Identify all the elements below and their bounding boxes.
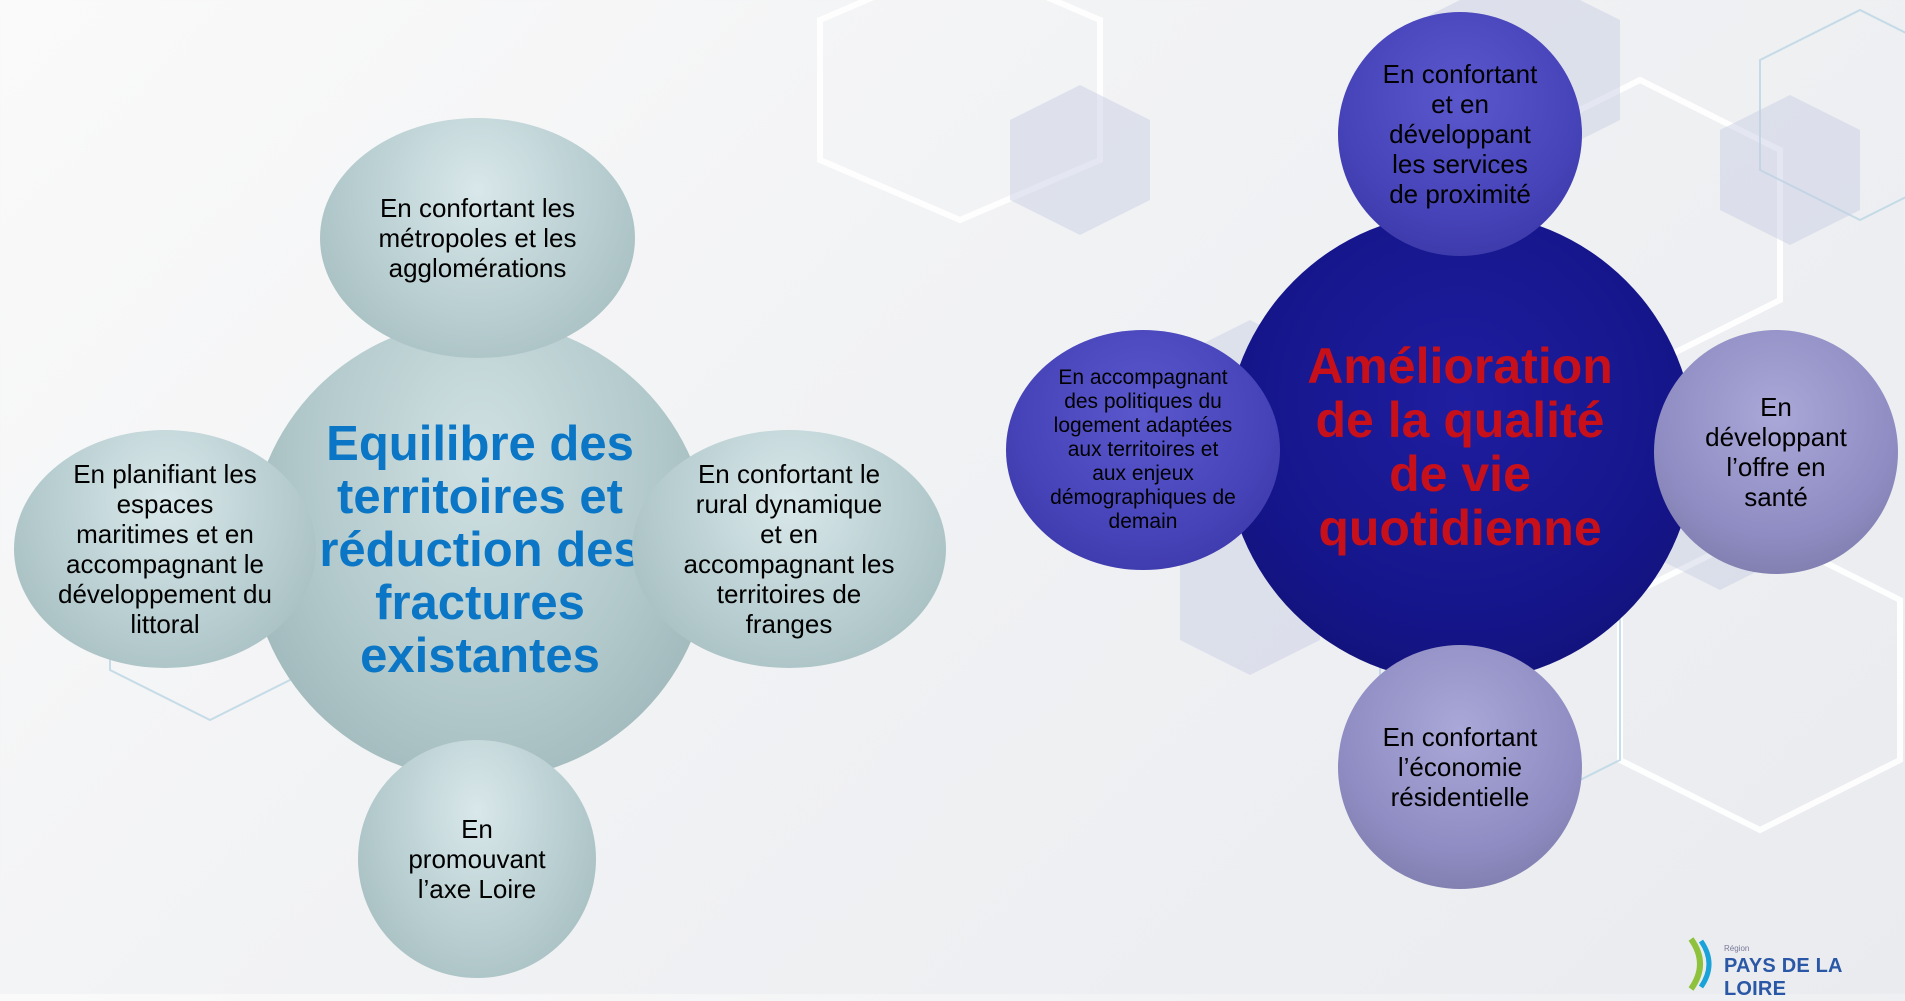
left-right-bubble: En confortant le rural dynamique et en a… xyxy=(632,430,946,668)
left-left-bubble: En planifiant les espaces maritimes et e… xyxy=(14,430,316,668)
right-center-circle: Amélioration de la qualité de vie quotid… xyxy=(1225,212,1695,682)
right-left-bubble: En accompagnant des politiques du logeme… xyxy=(1006,330,1280,570)
left-center-circle: Equilibre des territoires et réduction d… xyxy=(250,320,710,780)
right-center-title: Amélioration de la qualité de vie quotid… xyxy=(1307,338,1613,556)
right-left-text: En accompagnant des politiques du logeme… xyxy=(1050,366,1236,533)
logo-region-label: Région xyxy=(1724,944,1750,953)
left-left-text: En planifiant les espaces maritimes et e… xyxy=(58,459,272,639)
left-bottom-bubble: En promouvant l’axe Loire xyxy=(358,740,596,978)
pays-de-la-loire-logo: Région PAYS DE LA LOIRE xyxy=(1685,935,1895,1000)
right-top-bubble: En confortant et en développant les serv… xyxy=(1338,12,1582,256)
right-top-text: En confortant et en développant les serv… xyxy=(1382,59,1538,209)
left-top-bubble: En confortant les métropoles et les aggl… xyxy=(320,118,635,358)
left-center-title: Equilibre des territoires et réduction d… xyxy=(319,416,641,683)
right-bottom-bubble: En confortant l’économie résidentielle xyxy=(1338,645,1582,889)
right-bottom-text: En confortant l’économie résidentielle xyxy=(1382,722,1538,812)
logo-name: PAYS DE LA LOIRE xyxy=(1724,955,1842,1000)
right-right-bubble: En développant l’offre en santé xyxy=(1654,330,1898,574)
left-right-text: En confortant le rural dynamique et en a… xyxy=(683,459,895,639)
right-right-text: En développant l’offre en santé xyxy=(1705,392,1847,512)
logo-arcs-icon xyxy=(1688,937,1712,991)
left-bottom-text: En promouvant l’axe Loire xyxy=(408,814,546,904)
left-top-text: En confortant les métropoles et les aggl… xyxy=(378,193,577,283)
